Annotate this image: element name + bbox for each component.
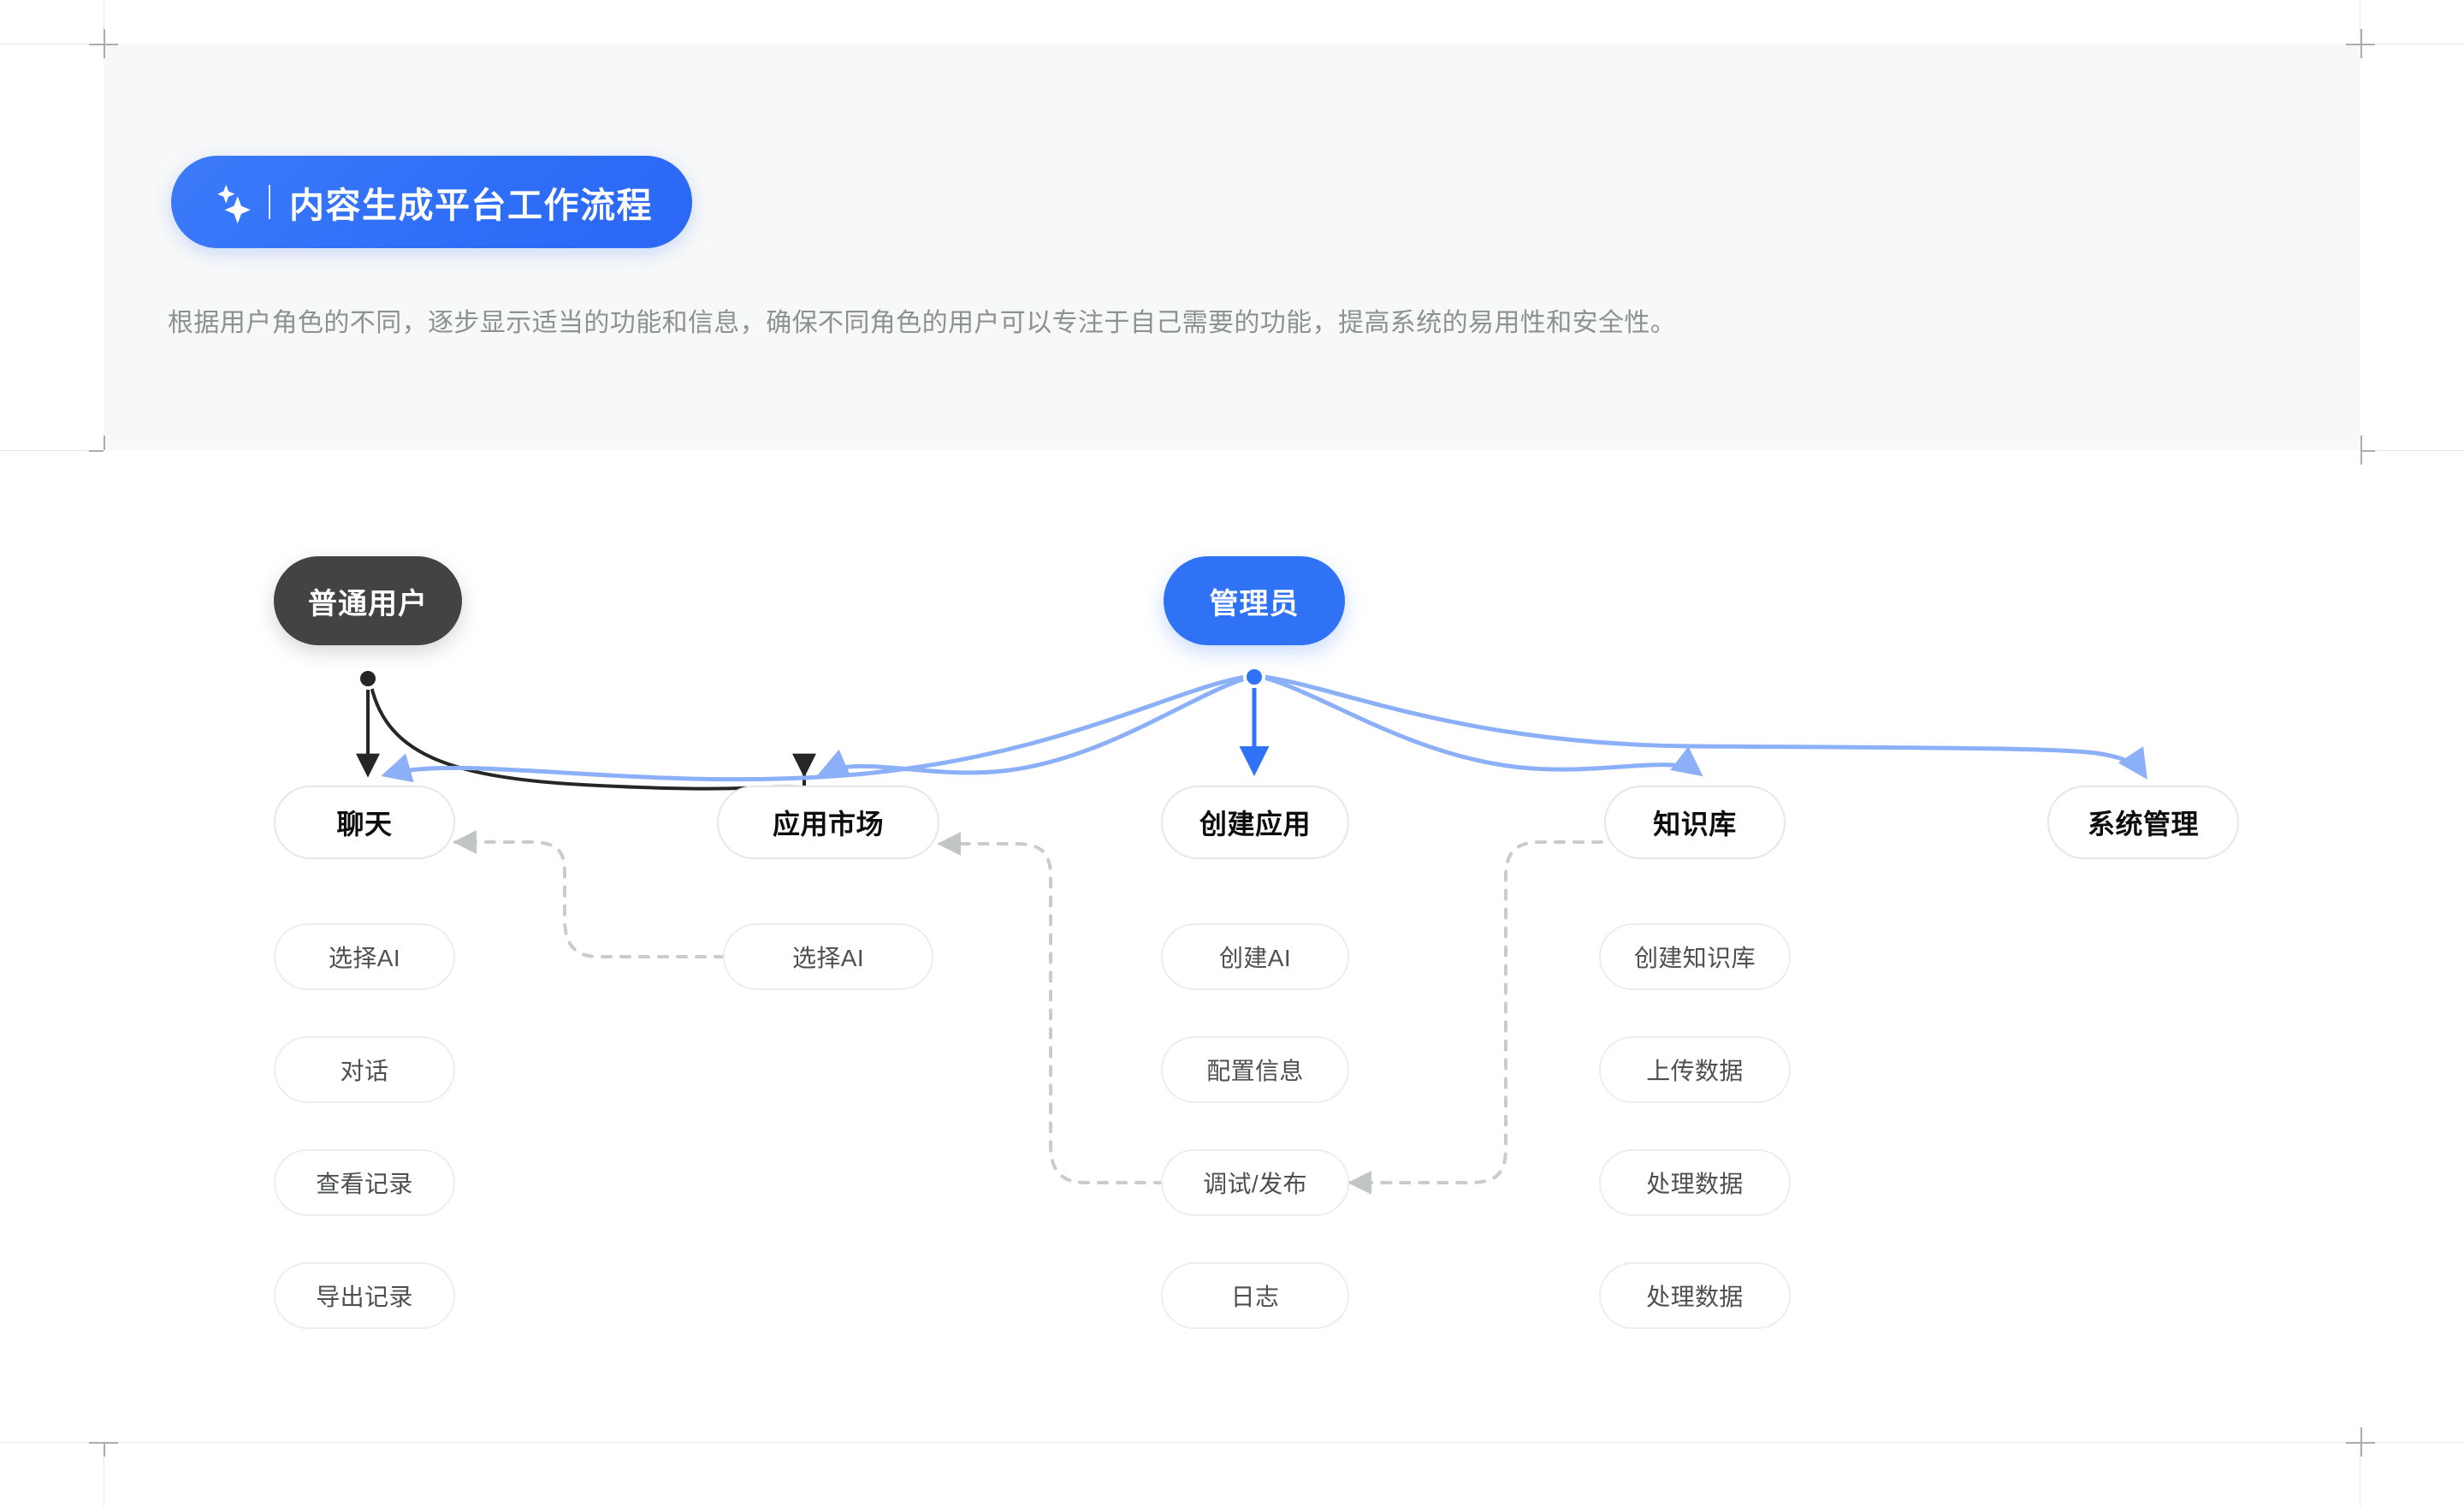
leaf-node-chat-3[interactable]: 导出记录 — [274, 1262, 455, 1329]
leaf-node-knowledge-base-2[interactable]: 处理数据 — [1599, 1149, 1791, 1216]
leaf-label-app-market-0: 选择AI — [791, 945, 865, 971]
category-node-app-market[interactable]: 应用市场 — [717, 786, 939, 859]
leaf-node-app-market-0[interactable]: 选择AI — [723, 923, 933, 990]
leaf-label-chat-0: 选择AI — [328, 945, 401, 971]
category-label-create-app: 创建应用 — [1199, 809, 1311, 840]
leaf-label-knowledge-base-0: 创建知识库 — [1633, 945, 1756, 971]
leaf-node-create-app-3[interactable]: 日志 — [1161, 1262, 1349, 1329]
role-node-regular-user[interactable]: 普通用户 — [274, 556, 462, 645]
leaf-node-chat-0[interactable]: 选择AI — [274, 923, 455, 990]
leaf-node-create-app-2[interactable]: 调试/发布 — [1161, 1149, 1349, 1216]
leaf-label-chat-1: 对话 — [340, 1058, 389, 1084]
badge-divider — [269, 185, 270, 219]
leaf-label-create-app-2: 调试/发布 — [1203, 1171, 1307, 1197]
role-node-admin[interactable]: 管理员 — [1164, 556, 1345, 645]
leaf-node-create-app-0[interactable]: 创建AI — [1161, 923, 1349, 990]
leaf-node-chat-2[interactable]: 查看记录 — [274, 1149, 455, 1216]
category-node-chat[interactable]: 聊天 — [274, 786, 455, 859]
guide-line-bottom — [0, 1442, 2464, 1443]
leaf-node-knowledge-base-0[interactable]: 创建知识库 — [1599, 923, 1791, 990]
category-label-knowledge-base: 知识库 — [1653, 809, 1737, 840]
leaf-label-knowledge-base-1: 上传数据 — [1646, 1058, 1744, 1084]
leaf-node-chat-1[interactable]: 对话 — [274, 1036, 455, 1103]
leaf-node-create-app-1[interactable]: 配置信息 — [1161, 1036, 1349, 1103]
leaf-node-knowledge-base-1[interactable]: 上传数据 — [1599, 1036, 1791, 1103]
leaf-label-chat-2: 查看记录 — [316, 1171, 413, 1197]
category-label-system-admin: 系统管理 — [2087, 809, 2199, 840]
category-node-create-app[interactable]: 创建应用 — [1161, 786, 1349, 859]
page-title-badge: 内容生成平台工作流程 — [171, 156, 692, 248]
leaf-label-create-app-3: 日志 — [1230, 1284, 1280, 1310]
category-label-app-market: 应用市场 — [772, 809, 884, 840]
connector-dot-admin — [1243, 666, 1265, 688]
category-node-knowledge-base[interactable]: 知识库 — [1604, 786, 1786, 859]
leaf-label-knowledge-base-2: 处理数据 — [1646, 1171, 1744, 1197]
leaf-label-chat-3: 导出记录 — [316, 1284, 413, 1310]
leaf-label-knowledge-base-3: 处理数据 — [1646, 1284, 1744, 1310]
leaf-node-knowledge-base-3[interactable]: 处理数据 — [1599, 1262, 1791, 1329]
category-label-chat: 聊天 — [336, 809, 393, 840]
role-label-regular-user: 普通用户 — [308, 587, 428, 620]
page-title: 内容生成平台工作流程 — [289, 186, 653, 225]
role-label-admin: 管理员 — [1209, 587, 1300, 620]
category-node-system-admin[interactable]: 系统管理 — [2047, 786, 2239, 859]
leaf-label-create-app-0: 创建AI — [1218, 945, 1292, 971]
leaf-label-create-app-1: 配置信息 — [1206, 1058, 1304, 1084]
connector-dot-regular-user — [357, 667, 379, 690]
page-description: 根据用户角色的不同，逐步显示适当的功能和信息，确保不同角色的用户可以专注于自己需… — [168, 309, 1677, 337]
sparkle-icon — [217, 184, 251, 224]
